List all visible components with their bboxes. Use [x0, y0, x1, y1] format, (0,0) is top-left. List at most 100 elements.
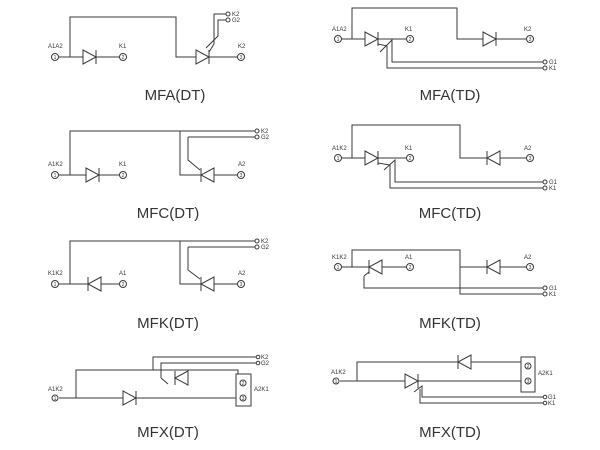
- thyristor-symbol: [195, 43, 215, 65]
- terminal-number: 1: [337, 265, 340, 271]
- gate-terminal: [542, 65, 548, 71]
- terminal-number: 1: [54, 55, 57, 61]
- terminal-2: [406, 154, 414, 162]
- terminal-number: 1: [337, 37, 340, 43]
- circuit-title: MFK(DT): [137, 315, 199, 332]
- pin-label: A2: [238, 271, 246, 277]
- gate-terminal: [542, 59, 548, 65]
- thyristor-symbol: [404, 373, 420, 389]
- gate-terminal: [542, 185, 548, 191]
- thyristor-symbol: [173, 370, 189, 386]
- terminal-number: 2: [409, 37, 412, 43]
- pin-label: A1K2: [48, 162, 63, 168]
- thyristor-symbol: [364, 150, 391, 166]
- terminal-2: [119, 280, 127, 288]
- thyristor-symbol: [364, 31, 388, 47]
- pin-label: A1A2: [332, 27, 347, 33]
- terminal-3: [237, 171, 245, 179]
- pin-label: G1: [549, 286, 558, 292]
- terminal-number: 2: [122, 55, 125, 61]
- terminal-number: 1: [54, 396, 57, 402]
- gate-terminal: [254, 238, 260, 244]
- diode-symbol: [456, 354, 472, 370]
- terminal-number: 1: [54, 173, 57, 179]
- gate-terminal: [254, 244, 260, 250]
- terminal-number: 3: [240, 55, 243, 61]
- terminal-2: [524, 362, 532, 370]
- terminal-2: [406, 263, 414, 271]
- pin-label: K1: [405, 146, 413, 152]
- terminal-2: [406, 35, 414, 43]
- terminal-number: 3: [529, 37, 532, 43]
- circuit-mfc-dt: 1 2 3 A1K2 K1 A2 K2 G2 MFC(DT): [48, 128, 270, 222]
- pin-label: K1K2: [48, 271, 63, 277]
- pin-label: G1: [548, 395, 557, 401]
- diode-symbol: [82, 49, 98, 65]
- thyristor-symbol: [199, 276, 215, 292]
- terminal-number: 3: [529, 156, 532, 162]
- pin-label: A2K1: [254, 387, 269, 393]
- gate-terminal: [255, 354, 261, 360]
- gate-terminal: [255, 360, 261, 366]
- terminal-1: [334, 263, 342, 271]
- terminal-3: [526, 154, 534, 162]
- terminal-3: [239, 394, 247, 402]
- gate-terminal: [542, 179, 548, 185]
- terminal-1: [334, 35, 342, 43]
- terminal-number: 2: [409, 265, 412, 271]
- pin-label: A1K2: [331, 370, 346, 376]
- circuit-title: MFA(TD): [420, 87, 481, 104]
- terminal-number: 2: [122, 173, 125, 179]
- pin-label: K1: [549, 292, 557, 298]
- thyristor-symbol: [363, 259, 383, 277]
- terminal-1: [334, 154, 342, 162]
- diode-symbol: [86, 276, 102, 292]
- terminal-number: 3: [242, 396, 245, 402]
- pin-label: A2: [524, 146, 532, 152]
- pin-label: K1: [549, 66, 557, 72]
- terminal-3: [237, 280, 245, 288]
- pin-label: A2: [524, 255, 532, 261]
- terminal-1: [51, 394, 59, 402]
- terminal-number: 1: [335, 379, 338, 385]
- circuit-mfk-td: 1 2 3 K1K2 A1 A2 G1 K1 MFK(TD): [332, 249, 558, 332]
- circuit-mfk-dt: 1 2 3 K1K2 A1 A2 K2 G2 MFK(DT): [48, 238, 270, 332]
- pin-label: K1: [548, 401, 556, 407]
- terminal-number: 3: [240, 173, 243, 179]
- gate-terminal: [542, 394, 548, 400]
- pin-label: G1: [549, 60, 558, 66]
- pin-label: K2: [232, 12, 240, 18]
- pin-label: K2: [261, 239, 269, 245]
- gate-terminal: [254, 128, 260, 134]
- pin-label: K1: [119, 162, 127, 168]
- pin-label: A1K2: [48, 387, 63, 393]
- circuit-mfa-td: 1 2 3 A1A2 K1 K2 G1 K1 MFA(TD): [332, 7, 558, 104]
- terminal-1: [332, 377, 340, 385]
- thyristor-symbol: [199, 167, 215, 183]
- diode-symbol: [485, 259, 501, 275]
- gate-terminal: [225, 17, 231, 23]
- pin-label: A1: [119, 271, 127, 277]
- pin-label: K2: [261, 355, 269, 361]
- circuit-title: MFC(TD): [419, 205, 481, 222]
- pin-label: K2: [261, 129, 269, 135]
- pin-label: K1: [549, 186, 557, 192]
- terminal-number: 1: [54, 282, 57, 288]
- pin-label: A1K2: [332, 146, 347, 152]
- circuit-title: MFX(DT): [137, 424, 199, 441]
- diode-symbol: [85, 167, 101, 183]
- terminal-2: [239, 379, 247, 387]
- pin-label: G2: [261, 361, 270, 367]
- gate-terminal: [542, 285, 548, 291]
- terminal-number: 1: [337, 156, 340, 162]
- pin-label: K2: [524, 27, 532, 33]
- diode-symbol: [482, 31, 498, 47]
- circuit-mfa-dt: 1 2 3 A1A2 K1 K2 K2 G2 MFA(DT): [48, 11, 246, 104]
- pin-label: K1: [119, 44, 127, 50]
- terminal-3: [526, 35, 534, 43]
- terminal-1: [51, 171, 59, 179]
- pin-label: G2: [232, 18, 241, 24]
- pin-label: G2: [261, 135, 270, 141]
- pin-label: A1: [405, 255, 413, 261]
